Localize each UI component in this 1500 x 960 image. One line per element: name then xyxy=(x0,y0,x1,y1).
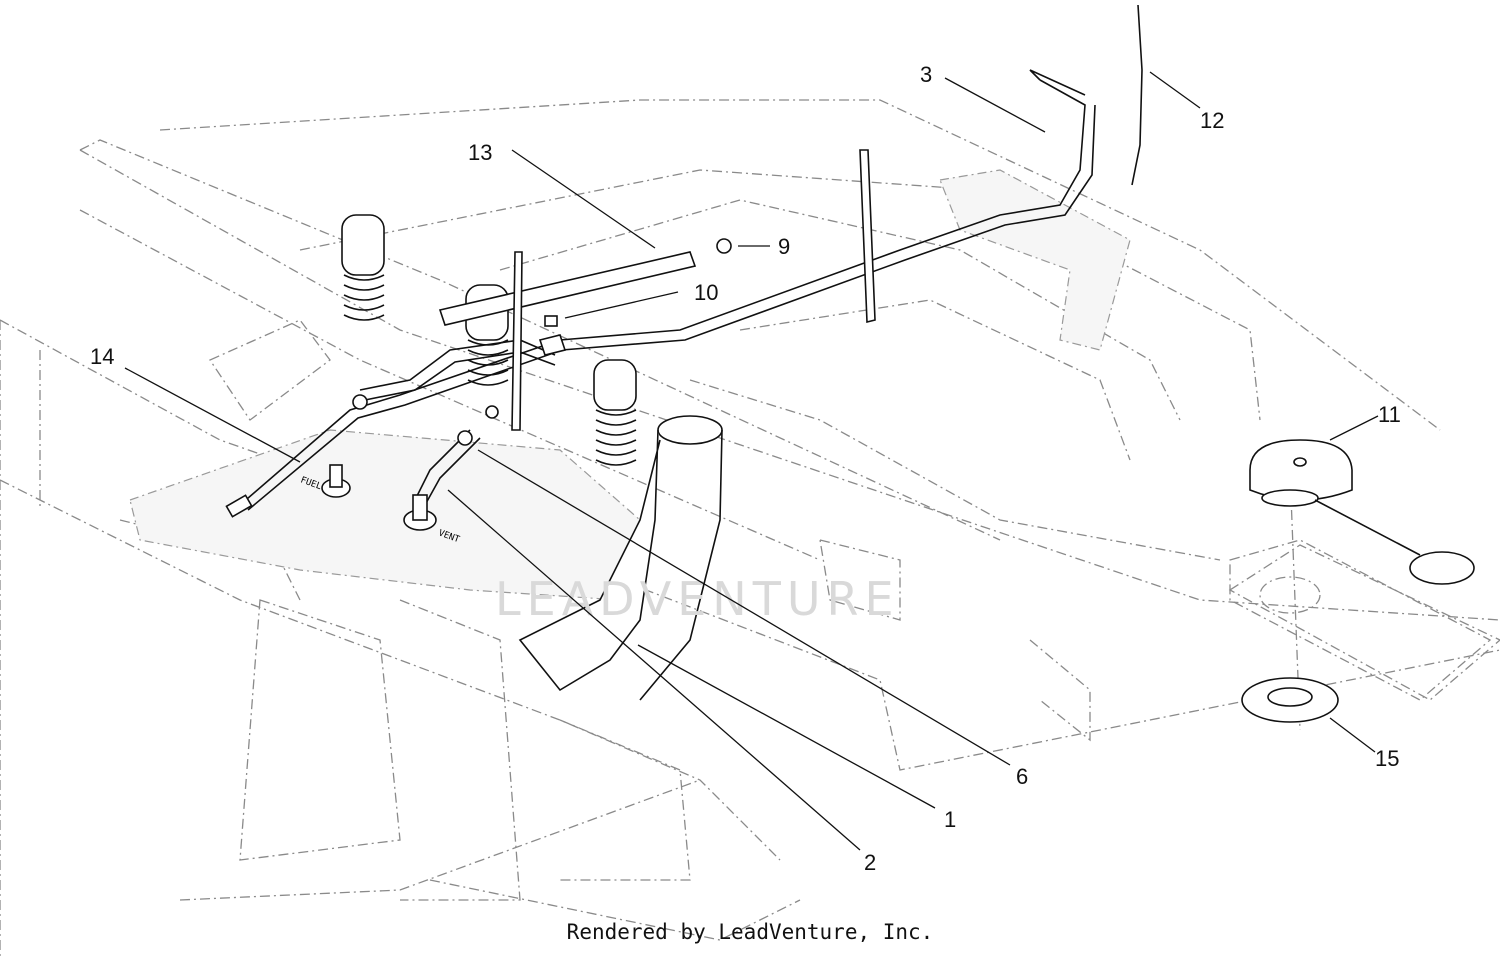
callout-14: 14 xyxy=(90,344,114,369)
hose-end xyxy=(225,494,253,518)
callout-2: 2 xyxy=(864,850,876,875)
fuel-cap xyxy=(1249,439,1475,585)
screw-10 xyxy=(538,315,567,356)
leader-lines xyxy=(124,71,1379,851)
filler-neck xyxy=(518,415,723,701)
clamp-fitting xyxy=(352,394,499,446)
hose-clamp-strap xyxy=(511,251,523,431)
suspension-springs xyxy=(341,214,637,466)
watermark: LEADVENTURE xyxy=(495,572,900,626)
spring-left xyxy=(341,214,385,321)
callout-1: 1 xyxy=(944,807,956,832)
callout-11: 11 xyxy=(1378,402,1401,427)
render-credit: Rendered by LeadVenture, Inc. xyxy=(566,920,934,944)
callout-10: 10 xyxy=(694,280,718,305)
vent-fitting xyxy=(403,494,437,531)
fuel-fitting xyxy=(321,464,351,498)
fuel-hoses xyxy=(225,69,1096,518)
callout-12: 12 xyxy=(1200,108,1224,133)
hose-sleeve xyxy=(438,251,697,326)
callout-15: 15 xyxy=(1375,746,1399,771)
callouts: 3 12 13 9 10 14 11 15 6 1 2 xyxy=(90,62,1401,875)
hose-clamp-9 xyxy=(716,238,732,254)
callout-13: 13 xyxy=(468,140,492,165)
cable-tie xyxy=(859,149,876,324)
callout-9: 9 xyxy=(778,234,790,259)
gasket xyxy=(1228,544,1500,723)
spring-right xyxy=(593,359,637,466)
frame-phantom xyxy=(0,99,1500,960)
callout-6: 6 xyxy=(1016,764,1028,789)
callout-3: 3 xyxy=(920,62,932,87)
retainer-rod xyxy=(1131,4,1143,186)
